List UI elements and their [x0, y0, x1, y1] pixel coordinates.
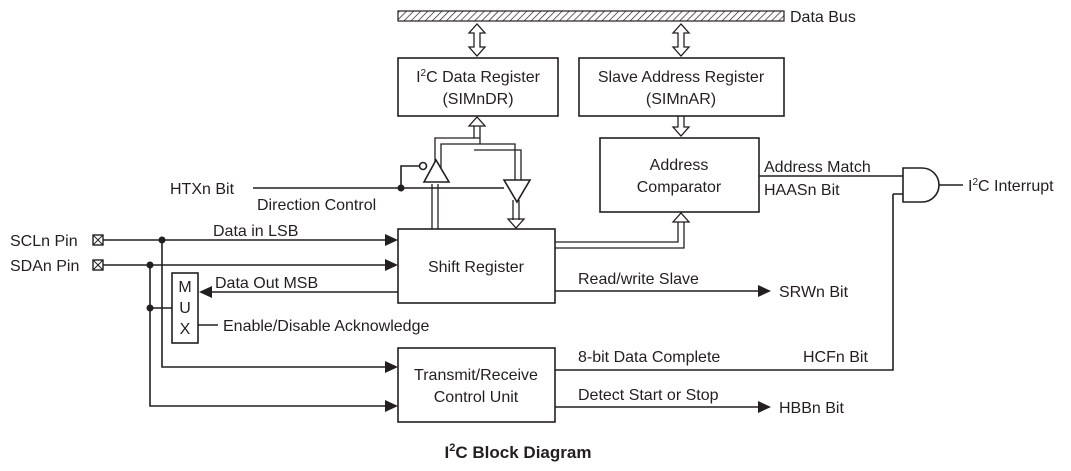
data-out-arrow	[199, 286, 212, 298]
mux-letter-m: M	[178, 279, 191, 296]
down-wire-to-shift	[512, 200, 520, 220]
address-comparator-line2: Comparator	[637, 179, 722, 196]
scl-to-control-arrow	[385, 361, 398, 373]
output-buffer-up	[422, 158, 451, 183]
address-comparator-line1: Address	[650, 157, 709, 174]
data-complete-label: 8-bit Data Complete	[578, 349, 720, 366]
address-comparator-box	[599, 137, 760, 213]
haas-bit-label: HAASn Bit	[764, 182, 840, 199]
slave-address-register-label: Slave Address Register	[598, 69, 765, 86]
scl-pin-terminal	[92, 234, 104, 246]
diagram-title: I2C Block Diagram	[445, 442, 592, 462]
direction-control-label: Direction Control	[257, 197, 376, 214]
data-register-code: (SIMnDR)	[442, 91, 513, 108]
shift-register-box	[397, 228, 556, 304]
to-shift-register-arrow	[506, 218, 526, 229]
mux-box	[171, 272, 199, 344]
scl-pin-label: SCLn Pin	[10, 233, 78, 250]
sda-pin-label: SDAn Pin	[10, 258, 79, 275]
control-unit-line1: Transmit/Receive	[414, 367, 538, 384]
shift-to-comparator-wire	[555, 222, 685, 249]
data-bus-label: Data Bus	[790, 9, 856, 26]
slave-address-register-code: (SIMnAR)	[646, 91, 716, 108]
address-match-label: Address Match	[764, 159, 871, 176]
control-unit-box	[397, 347, 556, 423]
slave-address-register-box	[578, 57, 785, 117]
mux-letter-x: X	[180, 321, 191, 338]
output-buffer-enable-bubble	[418, 161, 428, 171]
shift-to-comparator-arrow	[671, 212, 691, 223]
loop-top-wire	[434, 126, 481, 168]
srw-bit-label: SRWn Bit	[779, 284, 849, 301]
bus-arrow-data-register	[467, 23, 487, 57]
data-register-down-wire	[474, 143, 522, 180]
data-bus	[397, 10, 785, 22]
control-unit-line2: Control Unit	[434, 389, 519, 406]
htx-to-enable-wire	[400, 165, 419, 188]
data-in-label: Data in LSB	[213, 223, 298, 240]
srw-arrow	[758, 285, 771, 297]
to-data-register-arrow	[467, 116, 487, 127]
data-register-box	[397, 57, 559, 117]
scl-to-shift-arrow	[385, 234, 398, 246]
sda-pin-terminal	[92, 259, 104, 271]
mux-letter-u: U	[179, 300, 191, 317]
interrupt-label: I2C Interrupt	[968, 177, 1054, 195]
hbb-bit-label: HBBn Bit	[779, 400, 844, 417]
scl-to-control-wire	[161, 240, 390, 368]
mux-sda-junction-dot	[146, 304, 154, 312]
shift-register-label: Shift Register	[428, 259, 525, 276]
htx-bit-label: HTXn Bit	[170, 181, 235, 198]
slave-to-comparator-arrow	[671, 116, 691, 137]
hbb-arrow	[758, 401, 771, 413]
hcf-bit-label: HCFn Bit	[803, 349, 868, 366]
detect-start-stop-label: Detect Start or Stop	[578, 387, 719, 404]
sda-to-control-wire	[149, 265, 390, 407]
enable-disable-ack-label: Enable/Disable Acknowledge	[223, 318, 429, 335]
and-gate	[902, 167, 940, 203]
shift-up-wire	[431, 184, 439, 229]
data-register-label: I2C Data Register	[416, 68, 541, 86]
read-write-slave-label: Read/write Slave	[578, 271, 699, 288]
sda-to-control-arrow	[385, 400, 398, 412]
data-out-label: Data Out MSB	[215, 275, 318, 292]
hcf-to-and-gate-wire	[760, 193, 903, 371]
input-buffer-down	[502, 179, 532, 204]
bus-arrow-slave-register	[671, 23, 691, 57]
sda-to-shift-arrow	[385, 259, 398, 271]
